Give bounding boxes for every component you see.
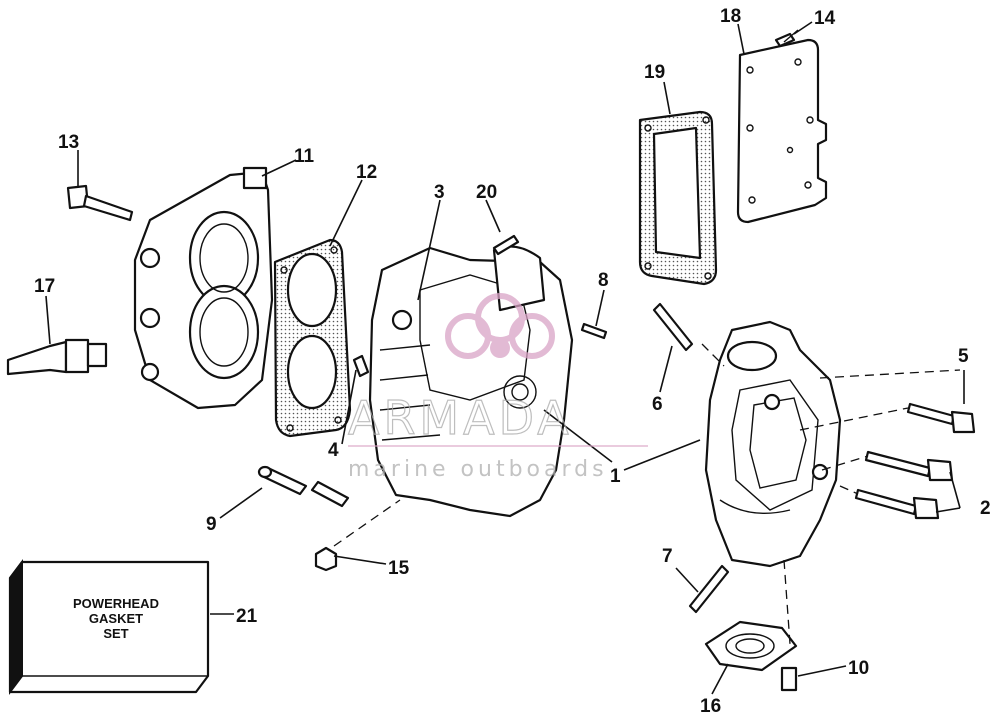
callout-16: 16 xyxy=(700,696,721,717)
callout-20: 20 xyxy=(476,182,497,203)
callout-11: 11 xyxy=(294,146,315,167)
callout-2: 2 xyxy=(980,498,991,519)
callout-8: 8 xyxy=(598,270,609,291)
gasket-box-line-2: GASKET xyxy=(89,611,143,626)
armada-watermark: ARMADA marine outboards xyxy=(347,293,648,482)
callout-14: 14 xyxy=(814,8,836,29)
spark-plug-part-17 xyxy=(6,338,108,376)
callout-15: 15 xyxy=(388,558,410,579)
alignment-lines xyxy=(333,343,961,645)
callout-17: 17 xyxy=(34,276,55,297)
callout-12: 12 xyxy=(356,162,377,183)
callout-19: 19 xyxy=(644,62,665,83)
watermark-logo-icon xyxy=(445,293,555,359)
leader-lines xyxy=(45,21,965,695)
crankcase-half-part-1 xyxy=(704,320,842,568)
watermark-brand: ARMADA xyxy=(348,391,573,445)
callout-9: 9 xyxy=(206,514,217,535)
callout-3: 3 xyxy=(434,182,445,203)
callout-10: 10 xyxy=(848,658,869,679)
callout-21: 21 xyxy=(236,606,258,627)
screw-part-10 xyxy=(780,666,798,692)
head-gasket-part-12 xyxy=(273,238,352,438)
callout-1: 1 xyxy=(610,466,621,487)
bearing-cover-part-16 xyxy=(704,620,798,672)
callout-7: 7 xyxy=(662,546,673,567)
screw-part-2a xyxy=(864,450,954,482)
pin-part-7 xyxy=(688,564,730,614)
cylinder-head-part-11 xyxy=(133,166,274,410)
pin-part-6 xyxy=(652,302,694,352)
pin-part-4 xyxy=(352,354,370,378)
callout-5: 5 xyxy=(958,346,969,367)
screw-part-5 xyxy=(906,402,976,434)
callout-4: 4 xyxy=(328,440,339,461)
gasket-set-box-part-21 xyxy=(8,559,210,695)
exhaust-gasket-part-19 xyxy=(638,110,718,286)
gasket-box-line-3: SET xyxy=(103,626,128,641)
exhaust-cover-part-18 xyxy=(736,38,828,224)
callout-18: 18 xyxy=(720,6,741,27)
dowel-pin-part-20 xyxy=(492,234,520,256)
gasket-box-line-1: POWERHEAD xyxy=(73,596,159,611)
pin-part-8 xyxy=(580,322,608,340)
pin-part-9 xyxy=(257,465,350,508)
screw-part-13 xyxy=(66,184,134,222)
plug-part-15 xyxy=(314,546,338,572)
screw-part-2b xyxy=(854,488,940,520)
callout-6: 6 xyxy=(652,394,663,415)
watermark-tagline: marine outboards xyxy=(348,457,608,482)
callout-13: 13 xyxy=(58,132,79,153)
